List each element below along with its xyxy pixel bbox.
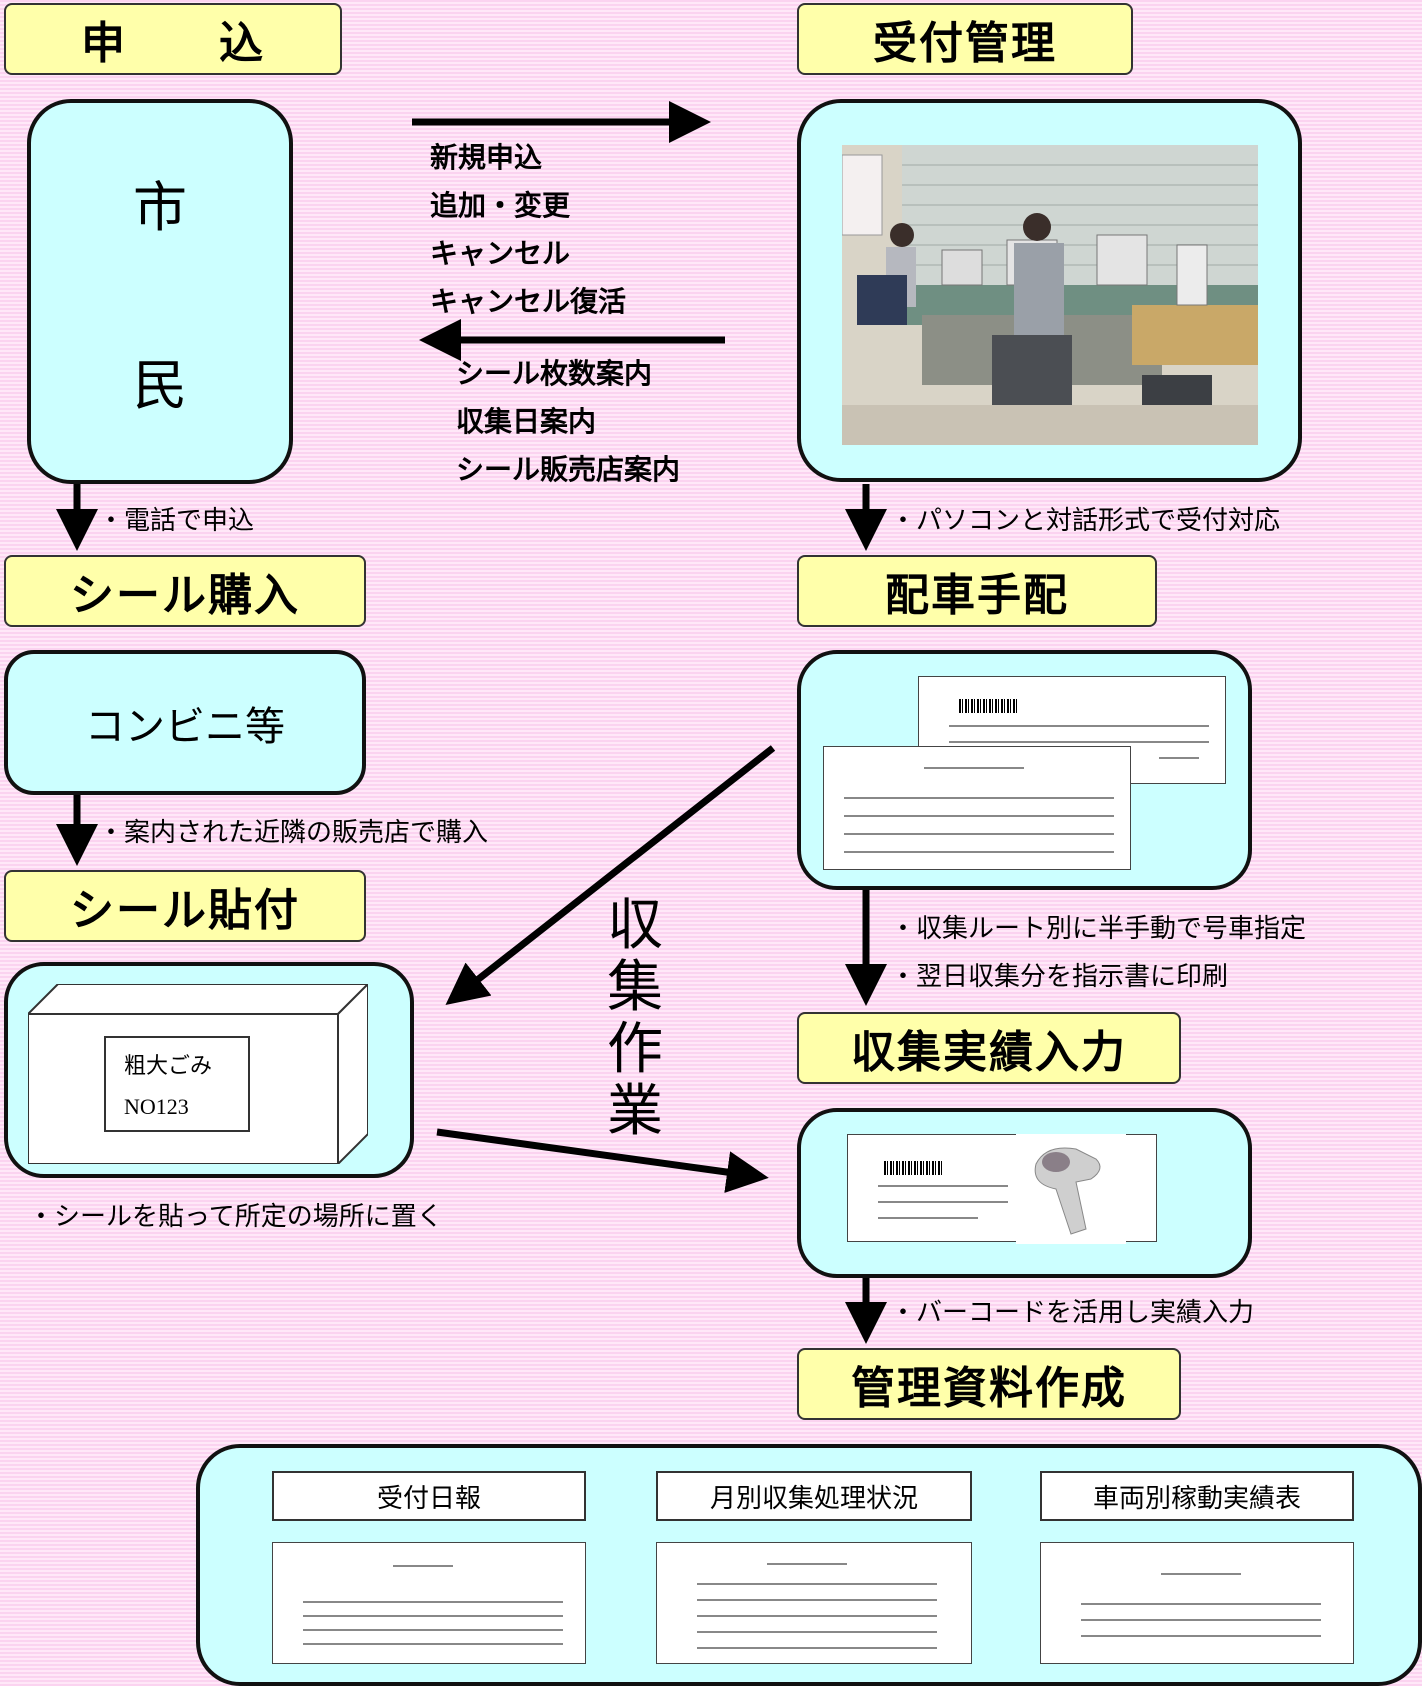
header-sticker-purchase-label: シール購入: [70, 570, 300, 621]
flows-to-reception: 新規申込 追加・変更 キャンセル キャンセル復活: [430, 134, 626, 326]
arrow-box-to-scan: [436, 1128, 769, 1193]
convenience-store-label: コンビニ等: [85, 703, 285, 750]
dispatch-document-front: [823, 746, 1131, 870]
report-title-vehicle: 車両別稼動実績表: [1040, 1471, 1354, 1521]
flow-sticker-count-info: シール枚数案内: [456, 357, 653, 390]
header-sticker-purchase: シール購入: [4, 555, 366, 627]
report-daily-thumbnail: [272, 1542, 586, 1664]
collection-work-label: 収 集 作 業: [605, 895, 665, 1143]
dispatch-docs-box: [797, 650, 1252, 890]
collection-work-char-2: 集: [607, 955, 663, 1020]
header-mgmt-docs: 管理資料作成: [797, 1348, 1181, 1420]
report-title-daily: 受付日報: [272, 1471, 586, 1521]
header-reception-label: 受付管理: [873, 18, 1057, 69]
note-phone: ・電話で申込: [98, 506, 255, 536]
report-title-monthly-text: 月別収集処理状況: [709, 1483, 918, 1514]
sticker-label: 粗大ごみ NO123: [104, 1036, 250, 1132]
header-apply: 申 込: [4, 3, 342, 75]
bulky-waste-box: 粗大ごみ NO123: [4, 962, 414, 1178]
convenience-store-box: コンビニ等: [4, 650, 366, 795]
flow-store-info: シール販売店案内: [456, 453, 681, 486]
note-nearby-store: ・案内された近隣の販売店で購入: [98, 818, 489, 848]
citizen-char-1: 市: [133, 176, 187, 239]
report-title-daily-text: 受付日報: [376, 1483, 481, 1514]
sticker-line-2: NO123: [124, 1094, 189, 1119]
flow-collection-day-info: 収集日案内: [456, 405, 597, 438]
report-monthly-thumbnail: [656, 1542, 972, 1664]
slip-barcode-icon: [884, 1161, 944, 1175]
header-sticker-attach-label: シール貼付: [70, 885, 300, 936]
note-pc: ・パソコンと対話形式で受付対応: [890, 506, 1281, 536]
header-dispatch-label: 配車手配: [885, 570, 1069, 621]
office-photo: [842, 145, 1258, 445]
citizen-char-2: 民: [133, 354, 187, 417]
collection-work-char-3: 作: [607, 1017, 663, 1082]
flows-to-citizen: シール枚数案内 収集日案内 シール販売店案内: [456, 350, 680, 494]
header-dispatch: 配車手配: [797, 555, 1157, 627]
collection-work-char-1: 収: [607, 893, 663, 958]
collection-work-char-4: 業: [607, 1079, 663, 1144]
report-title-monthly: 月別収集処理状況: [656, 1471, 972, 1521]
flow-add-change: 追加・変更: [430, 189, 571, 222]
flow-cancel: キャンセル: [430, 237, 571, 270]
header-mgmt-docs-label: 管理資料作成: [851, 1363, 1127, 1414]
barcode-icon: [959, 699, 1019, 713]
sticker-line-1: 粗大ごみ: [124, 1054, 213, 1079]
barcode-scan-box: [797, 1108, 1252, 1278]
flow-cancel-restore: キャンセル復活: [430, 285, 627, 318]
barcode-scanner-icon: [1016, 1134, 1126, 1244]
header-record-input: 収集実績入力: [797, 1012, 1181, 1084]
citizen-box: 市 民: [27, 99, 293, 484]
note-place: ・シールを貼って所定の場所に置く: [28, 1202, 443, 1232]
note-route: ・収集ルート別に半手動で号車指定: [890, 914, 1307, 944]
note-barcode: ・バーコードを活用し実績入力: [890, 1298, 1255, 1328]
reception-photo-box: [797, 99, 1302, 482]
report-title-vehicle-text: 車両別稼動実績表: [1092, 1483, 1301, 1514]
reports-box: 受付日報 月別収集処理状況 車両別稼動実績表: [196, 1444, 1422, 1686]
header-apply-label: 申 込: [81, 18, 265, 69]
note-print: ・翌日収集分を指示書に印刷: [890, 962, 1229, 992]
report-vehicle-thumbnail: [1040, 1542, 1354, 1664]
flow-new-application: 新規申込: [430, 141, 543, 174]
header-record-input-label: 収集実績入力: [851, 1027, 1127, 1078]
header-reception: 受付管理: [797, 3, 1133, 75]
header-sticker-attach: シール貼付: [4, 870, 366, 942]
